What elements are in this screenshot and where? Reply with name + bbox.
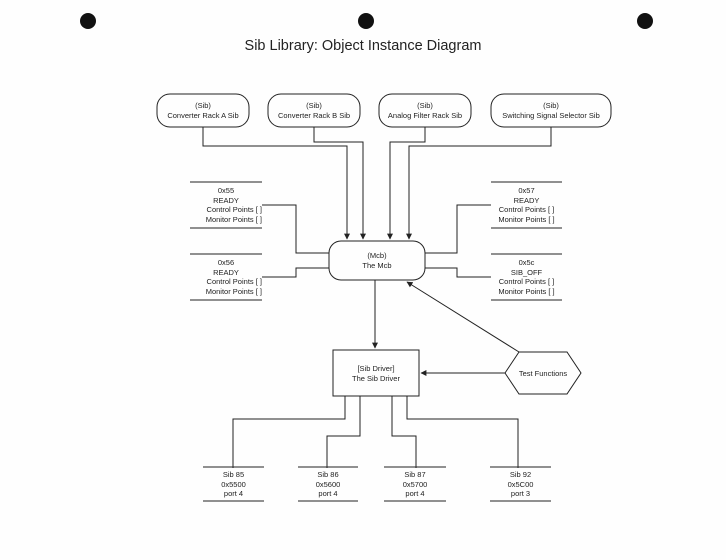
rack-sib-type: (Sib) bbox=[543, 101, 559, 110]
sib-instance-address: 0x5C00 bbox=[507, 479, 534, 489]
state-monitor-points: Monitor Points [ ] bbox=[205, 286, 262, 296]
state-status: READY bbox=[213, 267, 239, 277]
test-functions-label: Test Functions bbox=[518, 369, 568, 378]
sib-instance-86: Sib 86 0x5600 port 4 bbox=[298, 470, 358, 499]
mcb-box bbox=[328, 240, 426, 281]
connector-rack-b-to-mcb bbox=[313, 127, 366, 240]
binder-hole-center bbox=[358, 13, 374, 29]
state-box-0x57: 0x57 READY Control Points [ ] Monitor Po… bbox=[491, 186, 562, 224]
sib-instance-87: Sib 87 0x5700 port 4 bbox=[384, 470, 446, 499]
connector-driver-to-sib92 bbox=[406, 396, 519, 468]
sib-instance-port: port 4 bbox=[318, 489, 338, 498]
sib-instance-92: Sib 92 0x5C00 port 3 bbox=[490, 470, 551, 499]
driver-label: [Sib Driver] The Sib Driver bbox=[333, 364, 419, 383]
state-address: 0x57 bbox=[518, 186, 535, 195]
state-status: SIB_OFF bbox=[510, 267, 543, 277]
sib-instance-name: Sib 92 bbox=[509, 470, 532, 479]
rack-sib-label-a: (Sib) Converter Rack A Sib bbox=[157, 101, 249, 120]
sib-instance-85: Sib 85 0x5500 port 4 bbox=[203, 470, 264, 499]
rack-sib-name: Switching Signal Selector Sib bbox=[502, 110, 600, 120]
state-monitor-points: Monitor Points [ ] bbox=[205, 214, 262, 224]
connector-driver-to-sib87 bbox=[391, 396, 417, 468]
state-monitor-points: Monitor Points [ ] bbox=[498, 286, 555, 296]
driver-name: The Sib Driver bbox=[352, 373, 400, 383]
rack-sib-label-switch: (Sib) Switching Signal Selector Sib bbox=[491, 101, 611, 120]
connector-0x5c-to-mcb bbox=[425, 267, 491, 278]
sib-instance-address: 0x5700 bbox=[402, 479, 428, 489]
sib-instance-name: Sib 87 bbox=[404, 470, 426, 479]
state-status: READY bbox=[213, 195, 239, 205]
connector-filter-to-mcb bbox=[387, 127, 426, 240]
rack-sib-name: Converter Rack B Sib bbox=[277, 110, 351, 120]
connector-0x56-to-mcb bbox=[262, 267, 329, 278]
driver-type: [Sib Driver] bbox=[357, 364, 395, 373]
sib-instance-port: port 3 bbox=[510, 489, 531, 498]
sib-instance-name: Sib 86 bbox=[317, 470, 339, 479]
rack-sib-name: Analog Filter Rack Sib bbox=[387, 110, 463, 120]
rack-sib-name: Converter Rack A Sib bbox=[167, 110, 239, 120]
state-box-0x55: 0x55 READY Control Points [ ] Monitor Po… bbox=[190, 186, 262, 224]
state-control-points: Control Points [ ] bbox=[498, 205, 555, 214]
mcb-label: (Mcb) The Mcb bbox=[329, 251, 425, 270]
connector-switch-to-mcb bbox=[406, 127, 552, 240]
connector-rack-a-to-mcb bbox=[202, 127, 350, 240]
state-monitor-points: Monitor Points [ ] bbox=[498, 214, 555, 224]
mcb-type: (Mcb) bbox=[367, 251, 387, 260]
state-control-points: Control Points [ ] bbox=[206, 277, 262, 286]
rack-sib-type: (Sib) bbox=[306, 101, 322, 110]
rack-sib-type: (Sib) bbox=[195, 101, 211, 110]
mcb-name: The Mcb bbox=[362, 260, 392, 270]
connector-driver-to-sib85 bbox=[232, 396, 346, 468]
rack-sib-label-filter: (Sib) Analog Filter Rack Sib bbox=[379, 101, 471, 120]
state-box-0x56: 0x56 READY Control Points [ ] Monitor Po… bbox=[190, 258, 262, 296]
sib-instance-port: port 4 bbox=[405, 489, 425, 498]
connector-0x57-to-mcb bbox=[425, 204, 491, 254]
sib-instance-name: Sib 85 bbox=[222, 470, 245, 479]
state-address: 0x56 bbox=[217, 258, 235, 267]
sib-instance-address: 0x5600 bbox=[315, 479, 341, 489]
driver-box bbox=[332, 349, 420, 397]
sib-instance-port: port 4 bbox=[223, 489, 244, 498]
rack-sib-label-b: (Sib) Converter Rack B Sib bbox=[268, 101, 360, 120]
binder-hole-right bbox=[637, 13, 653, 29]
diagram-title: Sib Library: Object Instance Diagram bbox=[244, 38, 482, 54]
state-box-0x5c: 0x5c SIB_OFF Control Points [ ] Monitor … bbox=[491, 258, 562, 296]
connector-test-to-mcb bbox=[406, 281, 520, 353]
state-control-points: Control Points [ ] bbox=[206, 205, 262, 214]
connector-0x55-to-mcb bbox=[262, 204, 329, 254]
sib-instance-address: 0x5500 bbox=[221, 479, 246, 489]
rack-sib-type: (Sib) bbox=[417, 101, 433, 110]
state-address: 0x5c bbox=[518, 258, 535, 267]
connector-driver-to-sib86 bbox=[326, 396, 361, 468]
binder-hole-left bbox=[80, 13, 96, 29]
state-address: 0x55 bbox=[217, 186, 235, 195]
state-control-points: Control Points [ ] bbox=[498, 277, 555, 286]
state-status: READY bbox=[513, 195, 540, 205]
